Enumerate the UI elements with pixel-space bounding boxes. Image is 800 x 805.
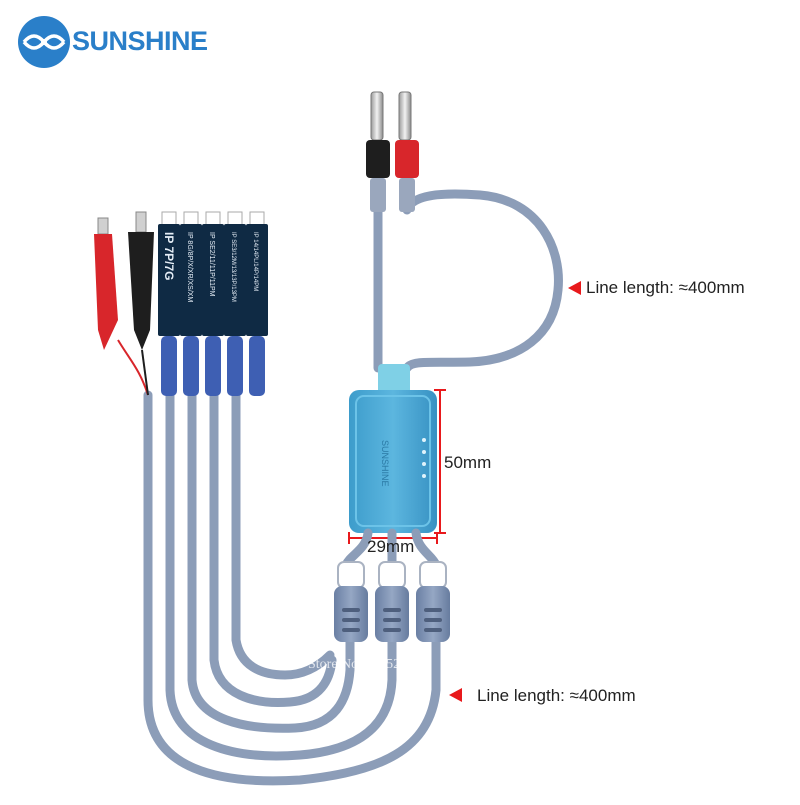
box-width-label: 29mm <box>367 537 415 556</box>
box-height-label: 50mm <box>444 453 492 472</box>
board-label-1: IP 7P/7G <box>162 232 176 280</box>
board-labels: IP 7P/7G IP 8G/8P/X/XR/XS/XM IP SE2/11/1… <box>162 232 258 302</box>
board-label-2: IP 8G/8P/X/XR/XS/XM <box>186 232 193 302</box>
alligator-clip-icon <box>94 211 154 396</box>
arrow-left-icon <box>568 281 581 295</box>
box-collar <box>378 364 410 394</box>
board-label-4: IP SE3/12M/13/13P/13PM <box>230 232 236 302</box>
pcb-boards <box>158 211 268 396</box>
brand-logo-text: SUNSHINE <box>72 26 208 56</box>
bottom-cable-loops <box>143 390 441 786</box>
board-label-5: IP 14/14PL/14P/14PM <box>252 232 258 291</box>
top-cable-length-label: Line length: ≈400mm <box>586 278 745 297</box>
top-cable-loop <box>373 189 563 373</box>
box-brand-text: SUNSHINE <box>380 440 390 487</box>
board-label-3: IP SE2/11/11P/11PM <box>208 232 215 297</box>
banana-plug-icon <box>366 91 419 212</box>
power-control-box <box>349 390 437 533</box>
arrow-left-icon <box>449 688 462 702</box>
bottom-cable-length-label: Line length: ≈400mm <box>477 686 636 705</box>
logo-icon <box>18 16 70 68</box>
store-watermark: Store No. 5785266 <box>308 657 415 672</box>
usb-c-connector-icon <box>334 561 450 642</box>
